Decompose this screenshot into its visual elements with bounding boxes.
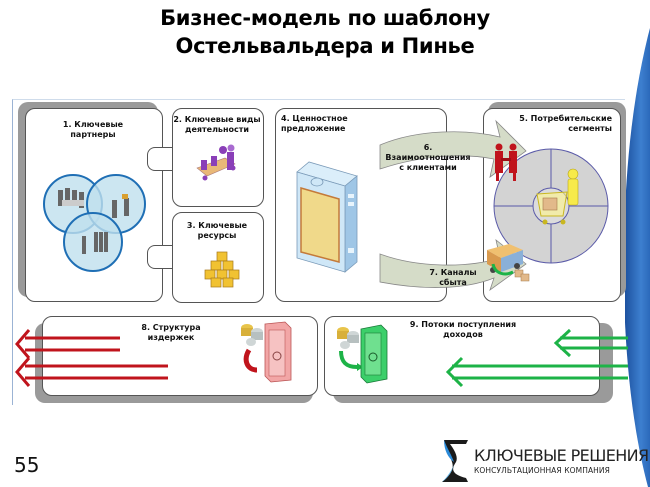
channels-flow-arrow bbox=[379, 238, 527, 292]
slide-title: Бизнес-модель по шаблону Остельвальдера … bbox=[0, 4, 650, 60]
slide-title-line2: Остельвальдера и Пинье bbox=[175, 34, 475, 58]
cost-structure-label: 8. Структура издержек bbox=[141, 323, 201, 342]
relationships-flow-arrow bbox=[379, 119, 527, 178]
product-box-icon bbox=[296, 161, 358, 273]
value-proposition-label: 4. Ценностное предложение bbox=[281, 114, 348, 133]
key-activities-block bbox=[172, 108, 264, 207]
green-safe-coins-icon bbox=[337, 324, 388, 384]
key-activities-label: 2. Ключевые виды деятельности bbox=[173, 115, 261, 134]
cost-arrow-head bbox=[15, 329, 31, 359]
delivery-truck-icon bbox=[487, 244, 530, 282]
venn-people-icon bbox=[43, 174, 146, 272]
channels-label: 7. Каналы сбыта bbox=[429, 268, 477, 287]
revenue-inflow-arrows bbox=[445, 328, 628, 388]
target-shopper-icon bbox=[493, 148, 609, 264]
revenue-arrow-head bbox=[553, 328, 572, 358]
customer-segments-label: 5. Потребительские сегменты bbox=[519, 114, 612, 133]
cost-outflow-arrows bbox=[15, 329, 168, 387]
key-partners-label: 1. Ключевые партнеры bbox=[62, 120, 124, 139]
revenue-arrow-head bbox=[445, 356, 464, 388]
company-logo-icon bbox=[442, 440, 468, 482]
business-model-canvas: 1. Ключевые партнеры 2. Ключевые виды де… bbox=[12, 99, 628, 405]
company-logo-tagline: КОНСУЛЬТАЦИОННАЯ КОМПАНИЯ bbox=[474, 466, 610, 475]
decorative-blue-swoosh bbox=[623, 27, 650, 487]
slide-title-line1: Бизнес-модель по шаблону bbox=[160, 6, 490, 30]
boxes-stack-icon bbox=[204, 251, 240, 288]
page-number: 55 bbox=[14, 453, 40, 477]
customer-relationships-label: 6. Взаимоотношения с клиентами bbox=[385, 143, 471, 172]
handshake-icon bbox=[495, 143, 517, 181]
company-logo-name: КЛЮЧЕВЫЕ РЕШЕНИЯ bbox=[474, 446, 649, 465]
key-resources-label: 3. Ключевые ресурсы bbox=[186, 221, 248, 240]
cost-arrow-head bbox=[15, 357, 31, 387]
red-safe-coins-icon bbox=[241, 321, 292, 383]
conveyor-worker-icon bbox=[196, 144, 236, 181]
revenue-streams-label: 9. Потоки поступления доходов bbox=[409, 320, 517, 339]
